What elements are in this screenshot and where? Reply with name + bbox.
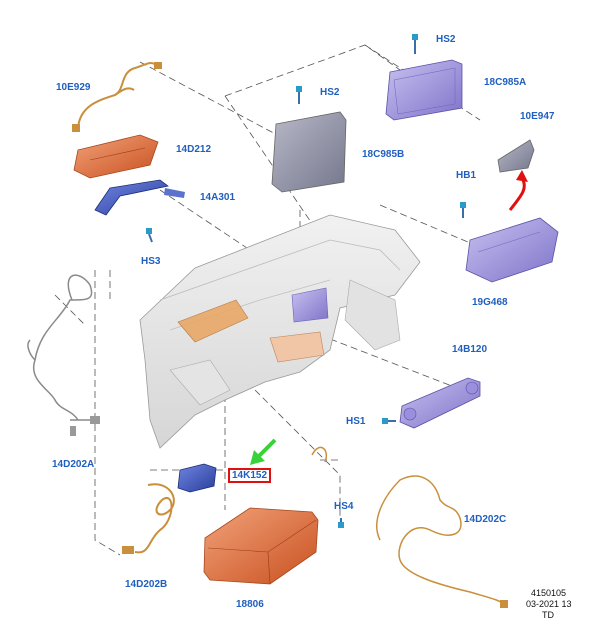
part-14a301 bbox=[94, 179, 185, 216]
part-18806 bbox=[203, 507, 319, 585]
part-14d202a bbox=[27, 274, 100, 436]
figure-date: 03-2021 13 bbox=[526, 599, 572, 609]
callout-hs3[interactable]: HS3 bbox=[141, 256, 161, 267]
part-14d202b bbox=[122, 483, 175, 554]
part-14d212 bbox=[73, 134, 159, 179]
figure-number: 4150105 bbox=[531, 588, 567, 598]
part-10e929 bbox=[72, 61, 162, 132]
callout-14a301[interactable]: 14A301 bbox=[200, 192, 236, 203]
part-14k152 bbox=[177, 463, 217, 493]
callout-hs1[interactable]: HS1 bbox=[346, 416, 366, 427]
callout-14d202b[interactable]: 14D202B bbox=[125, 579, 168, 590]
part-14b120 bbox=[399, 377, 481, 429]
callout-10e947[interactable]: 10E947 bbox=[520, 111, 555, 122]
callout-14d202a[interactable]: 14D202A bbox=[52, 459, 95, 470]
green-pointer-head bbox=[250, 450, 265, 465]
callout-14d212[interactable]: 14D212 bbox=[176, 144, 212, 155]
bolt-hb1 bbox=[460, 202, 466, 218]
green-pointer-arrow bbox=[256, 438, 277, 459]
part-14d202c bbox=[311, 446, 508, 608]
part-10e947 bbox=[497, 139, 535, 173]
bolt-hs2-top bbox=[412, 34, 418, 54]
bolt-hs2-mid bbox=[296, 86, 302, 104]
callout-14b120[interactable]: 14B120 bbox=[452, 344, 488, 355]
callout-14d202c[interactable]: 14D202C bbox=[464, 514, 507, 525]
bolt-hs4 bbox=[338, 518, 344, 528]
instrument-panel bbox=[139, 214, 421, 449]
part-18c985a bbox=[385, 59, 463, 121]
red-curved-arrow bbox=[508, 177, 526, 211]
callout-19g468[interactable]: 19G468 bbox=[472, 297, 508, 308]
bolt-hs3 bbox=[146, 228, 153, 243]
callout-18c985b[interactable]: 18C985B bbox=[362, 149, 405, 160]
callout-14k152[interactable]: 14K152 bbox=[228, 468, 272, 483]
bolt-hs1 bbox=[382, 418, 396, 424]
callout-18806[interactable]: 18806 bbox=[236, 599, 264, 610]
figure-code: TD bbox=[542, 610, 554, 620]
callout-hs2-top[interactable]: HS2 bbox=[436, 34, 456, 45]
callout-18c985a[interactable]: 18C985A bbox=[484, 77, 527, 88]
part-18c985b bbox=[271, 111, 347, 193]
part-19g468 bbox=[465, 217, 559, 283]
callout-hs4[interactable]: HS4 bbox=[334, 501, 354, 512]
callout-hb1[interactable]: HB1 bbox=[456, 170, 477, 181]
red-arrow-head bbox=[516, 170, 528, 182]
callout-hs2-mid[interactable]: HS2 bbox=[320, 87, 340, 98]
callout-10e929[interactable]: 10E929 bbox=[56, 82, 91, 93]
